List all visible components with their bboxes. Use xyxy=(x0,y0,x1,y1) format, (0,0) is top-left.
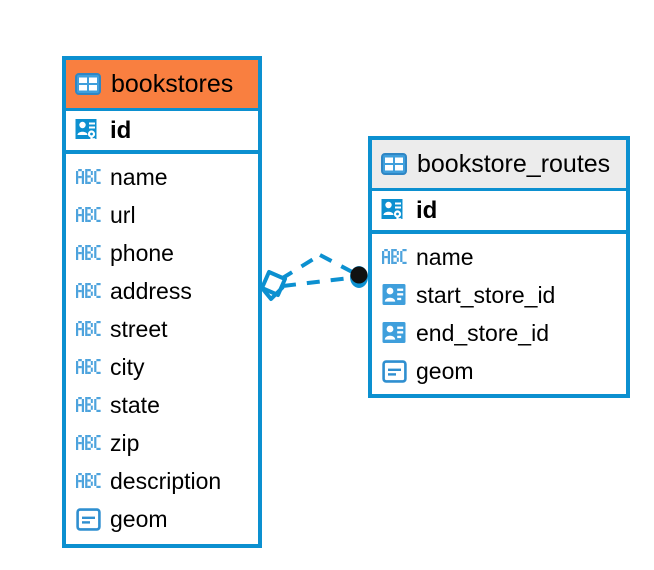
entity-header-bookstores[interactable]: bookstores xyxy=(66,60,258,108)
field-row[interactable]: state xyxy=(66,386,258,424)
relationship-line-lower xyxy=(282,275,359,288)
field-label: name xyxy=(110,163,168,190)
entity-title: bookstore_routes xyxy=(417,149,611,178)
field-row[interactable]: city xyxy=(66,348,258,386)
text-field-icon xyxy=(76,434,101,452)
field-label: state xyxy=(110,391,160,418)
geometry-field-icon xyxy=(76,507,101,531)
field-row[interactable]: url xyxy=(66,196,258,234)
field-label: end_store_id xyxy=(416,319,549,346)
field-label: start_store_id xyxy=(416,281,556,308)
entity-header-bookstore-routes[interactable]: bookstore_routes xyxy=(372,140,626,188)
field-label: geom xyxy=(416,357,474,384)
text-field-icon xyxy=(76,396,101,414)
field-label: phone xyxy=(110,239,174,266)
entity-table-bookstore-routes[interactable]: bookstore_routes id xyxy=(368,136,630,398)
field-row[interactable]: end_store_id xyxy=(372,314,626,352)
field-row[interactable]: street xyxy=(66,310,258,348)
text-field-icon xyxy=(76,320,101,338)
field-row[interactable]: address xyxy=(66,272,258,310)
field-row[interactable]: name xyxy=(66,158,258,196)
field-row[interactable]: phone xyxy=(66,234,258,272)
field-label: zip xyxy=(110,429,140,456)
field-label: name xyxy=(416,243,474,270)
text-field-icon xyxy=(76,282,101,300)
table-icon xyxy=(75,73,101,95)
text-field-icon xyxy=(76,358,101,376)
text-field-icon xyxy=(76,244,101,262)
field-label: street xyxy=(110,315,168,342)
field-label: description xyxy=(110,467,222,494)
field-row[interactable]: name xyxy=(372,238,626,276)
entity-title: bookstores xyxy=(111,69,234,98)
text-field-icon xyxy=(76,472,101,490)
field-row[interactable]: zip xyxy=(66,424,258,462)
text-field-icon xyxy=(76,206,101,224)
primary-key-icon xyxy=(381,198,407,224)
field-list-bookstores: name u xyxy=(66,154,258,544)
filled-circle-marker xyxy=(350,266,368,288)
geometry-field-icon xyxy=(382,359,407,383)
primary-key-icon xyxy=(75,118,101,144)
field-label: geom xyxy=(110,505,168,532)
diamond-marker xyxy=(260,270,287,301)
primary-key-label: id xyxy=(416,196,438,224)
field-row[interactable]: start_store_id xyxy=(372,276,626,314)
field-list-bookstore-routes: name start_store_id xyxy=(372,234,626,396)
foreign-key-icon xyxy=(382,283,407,307)
foreign-key-icon xyxy=(382,321,407,345)
field-row[interactable]: geom xyxy=(372,352,626,390)
field-row[interactable]: description xyxy=(66,462,258,500)
relationship-line-upper-right xyxy=(319,253,359,277)
field-label: address xyxy=(110,277,192,304)
primary-key-label: id xyxy=(110,116,132,144)
text-field-icon xyxy=(382,248,407,266)
primary-key-row[interactable]: id xyxy=(372,188,626,234)
field-label: url xyxy=(110,201,136,228)
entity-table-bookstores[interactable]: bookstores id xyxy=(62,56,262,548)
field-label: city xyxy=(110,353,145,380)
relationship-line-upper-left xyxy=(279,253,322,281)
field-row[interactable]: geom xyxy=(66,500,258,538)
table-icon xyxy=(381,153,407,175)
text-field-icon xyxy=(76,168,101,186)
primary-key-row[interactable]: id xyxy=(66,108,258,154)
